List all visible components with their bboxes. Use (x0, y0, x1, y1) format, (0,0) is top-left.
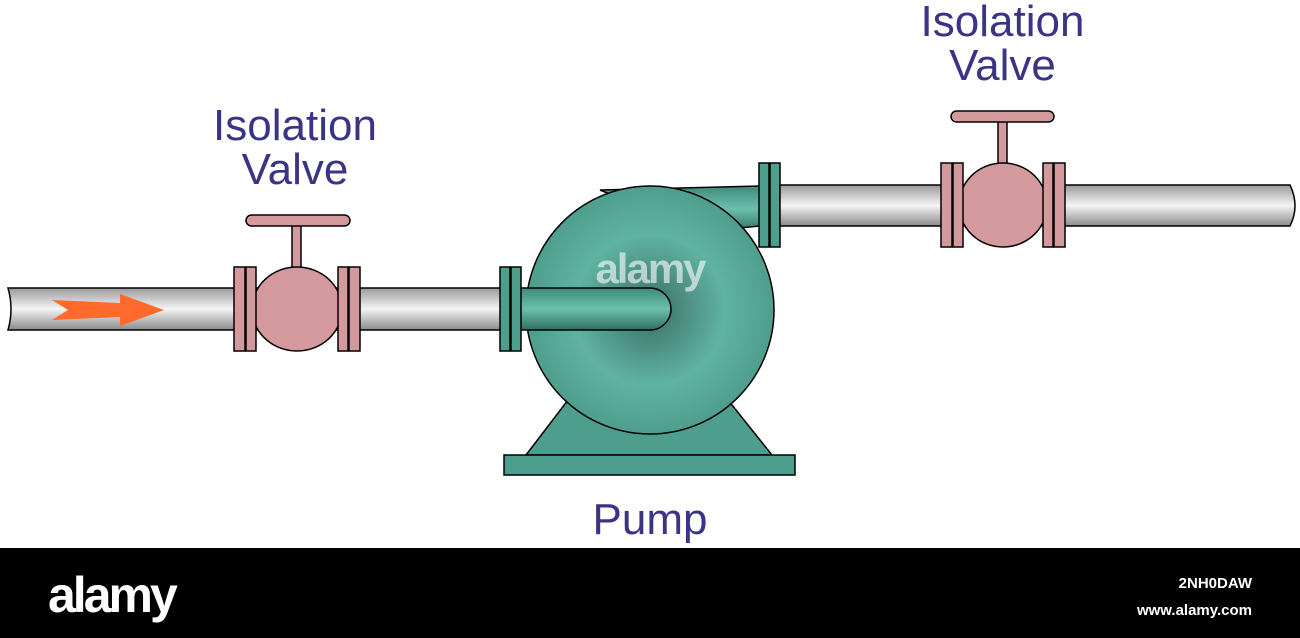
label-isolation-valve-right: Isolation Valve (875, 0, 1130, 88)
pump-suction-pipe (499, 266, 672, 352)
label-line: Isolation (213, 101, 377, 150)
flow-arrow-icon (52, 294, 164, 326)
footer-logo: alamy (48, 567, 178, 623)
label-pump: Pump (592, 495, 708, 544)
label-line: Valve (241, 145, 349, 194)
footer-image-info: 2NH0DAW www.alamy.com (1137, 570, 1252, 624)
footer-url: www.alamy.com (1136, 602, 1252, 619)
label-line: Isolation (920, 0, 1085, 46)
label-line: Valve (949, 41, 1056, 90)
watermark-logo: alamy (595, 245, 706, 292)
isolation-valve-right (940, 110, 1066, 248)
footer-image-id: 2NH0DAW (1178, 575, 1252, 592)
label-isolation-valve-left: Isolation Valve (170, 104, 420, 192)
diagram-canvas (7, 110, 1296, 476)
isolation-valve-left (233, 214, 361, 352)
stock-footer-bar: alamy 2NH0DAW www.alamy.com (0, 548, 1300, 638)
